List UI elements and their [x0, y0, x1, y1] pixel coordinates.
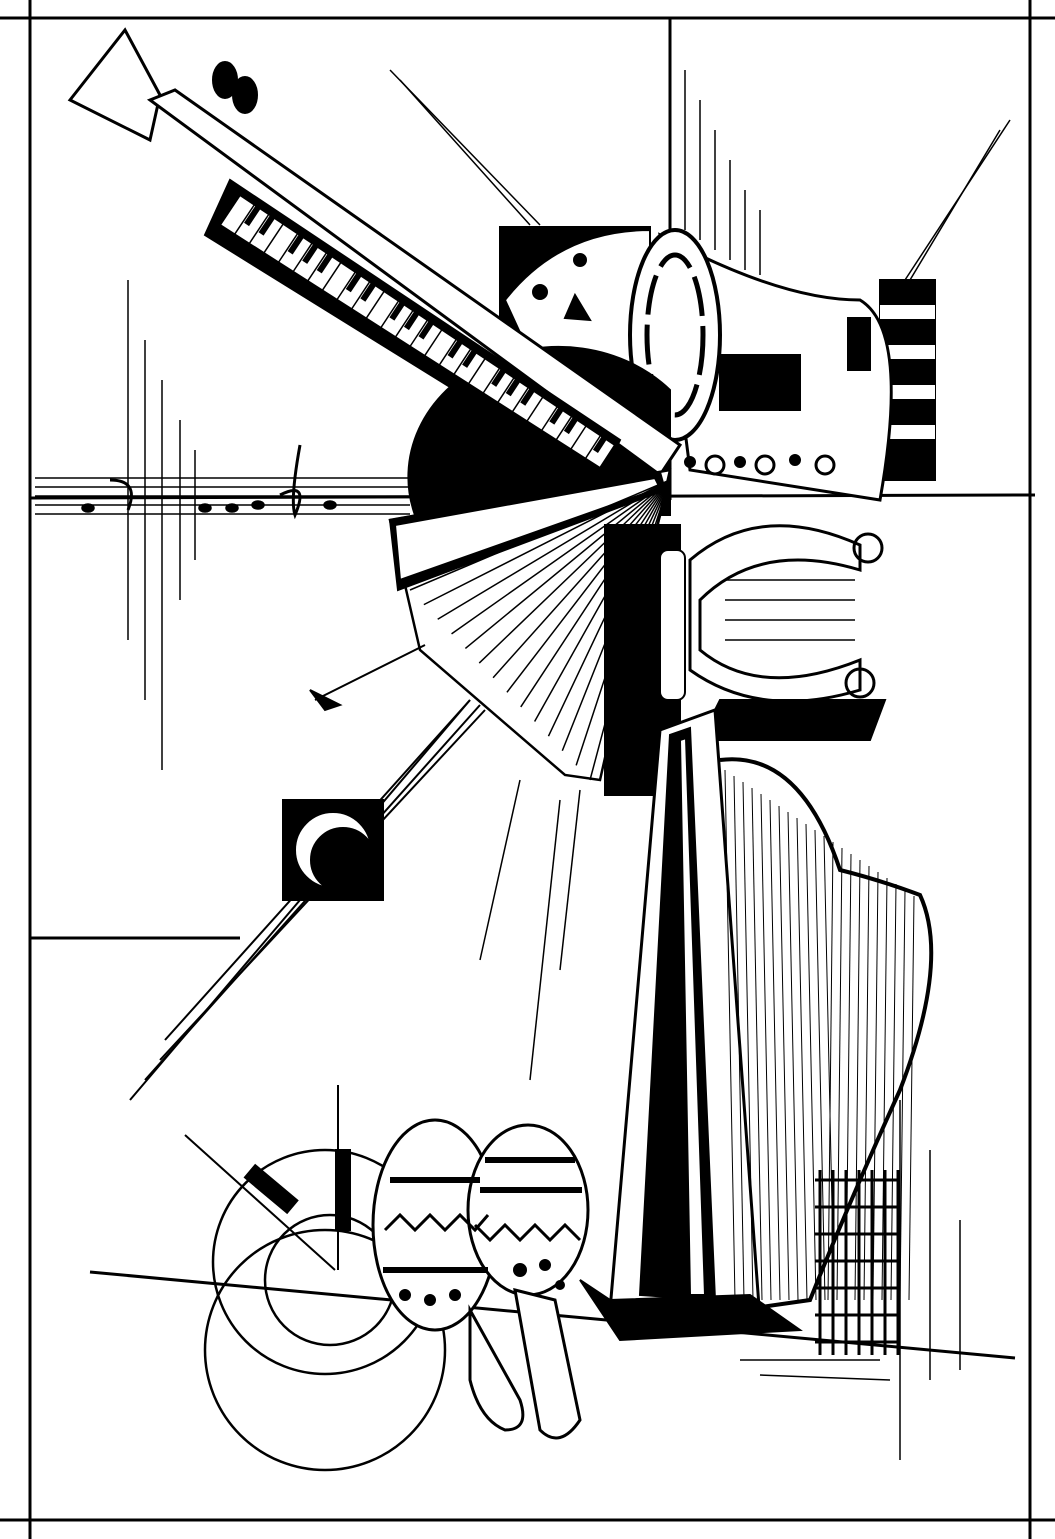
harp-string — [814, 829, 826, 1301]
piano-key-line — [555, 415, 573, 441]
black-key — [592, 435, 608, 453]
piano-key-line — [394, 309, 414, 338]
harp-string — [760, 793, 772, 1301]
maracas — [371, 1118, 590, 1440]
piano-key-line — [336, 271, 357, 301]
black-key — [403, 310, 420, 331]
black-key — [563, 416, 579, 435]
black-key — [505, 378, 521, 397]
fan-fold — [464, 479, 671, 650]
fan-fold — [478, 479, 671, 664]
harp-string — [854, 859, 861, 1301]
piano-key-line — [423, 329, 443, 357]
harp-string — [827, 841, 834, 1301]
accordion-fan — [309, 468, 672, 782]
harp-string — [805, 823, 817, 1301]
harp — [579, 707, 934, 1342]
fan-fold — [451, 479, 671, 635]
harp-string — [863, 865, 870, 1301]
black-key — [447, 339, 463, 359]
harp-string — [778, 805, 790, 1301]
black-key — [302, 243, 319, 264]
circles — [184, 1085, 447, 1472]
harp-string — [787, 811, 799, 1301]
piano-key-line — [497, 377, 515, 403]
harp-string — [733, 775, 745, 1301]
piano-key-line — [453, 348, 472, 375]
fan-fold — [437, 479, 671, 620]
fan-fold — [533, 479, 671, 722]
piano-key-line — [380, 300, 400, 329]
guitar-neck — [67, 27, 683, 482]
piano-key-line — [263, 223, 284, 254]
piano-key-line — [584, 434, 602, 460]
grid — [815, 1170, 900, 1355]
black-key — [389, 301, 406, 321]
harp-string — [769, 799, 781, 1301]
black-key — [491, 368, 507, 387]
black-key — [244, 204, 261, 227]
harp-string — [742, 781, 754, 1301]
piano-key-line — [292, 242, 313, 273]
harp-string — [836, 847, 843, 1301]
harp-string — [751, 787, 763, 1301]
fan-fold — [506, 479, 671, 693]
fan-fold — [520, 479, 671, 708]
harp-string — [890, 883, 897, 1301]
harp-string — [796, 817, 808, 1301]
harp-string — [908, 895, 915, 1301]
harp-string — [724, 769, 736, 1301]
piano-key-line — [467, 358, 486, 385]
piano-key-line — [321, 261, 342, 291]
fan-fold — [492, 479, 671, 679]
harp-string — [881, 877, 888, 1301]
piano-key-line — [307, 252, 328, 282]
piano-key-line — [350, 281, 371, 310]
black-key — [345, 272, 362, 293]
piano-key-line — [526, 396, 544, 422]
black-key — [258, 214, 276, 236]
piano-key-line — [233, 204, 256, 235]
black-key — [360, 281, 377, 302]
fan-fold — [423, 479, 671, 606]
harp-string — [899, 889, 906, 1301]
black-key — [520, 387, 535, 406]
fan-fold — [409, 479, 671, 591]
piano-key-line — [277, 233, 299, 263]
black-key — [549, 406, 564, 425]
piano-key-line — [365, 290, 385, 319]
black-key — [287, 233, 305, 255]
piano-key-line — [570, 425, 587, 450]
banjo-neck — [129, 699, 486, 1101]
piano-key-line — [511, 386, 530, 413]
lyre — [604, 524, 887, 796]
radiating-lines — [127, 69, 1011, 1460]
black-key — [418, 320, 435, 340]
piano-key-line — [540, 406, 558, 432]
music-staff — [35, 444, 410, 520]
black-key — [462, 349, 478, 368]
piano-key-line — [438, 338, 457, 366]
piano-key-line — [219, 194, 241, 226]
piano-key-line — [409, 319, 429, 347]
piano-key-line — [482, 367, 501, 394]
harp-string — [872, 871, 879, 1301]
piano-key-line — [248, 213, 270, 245]
black-key — [316, 253, 334, 274]
